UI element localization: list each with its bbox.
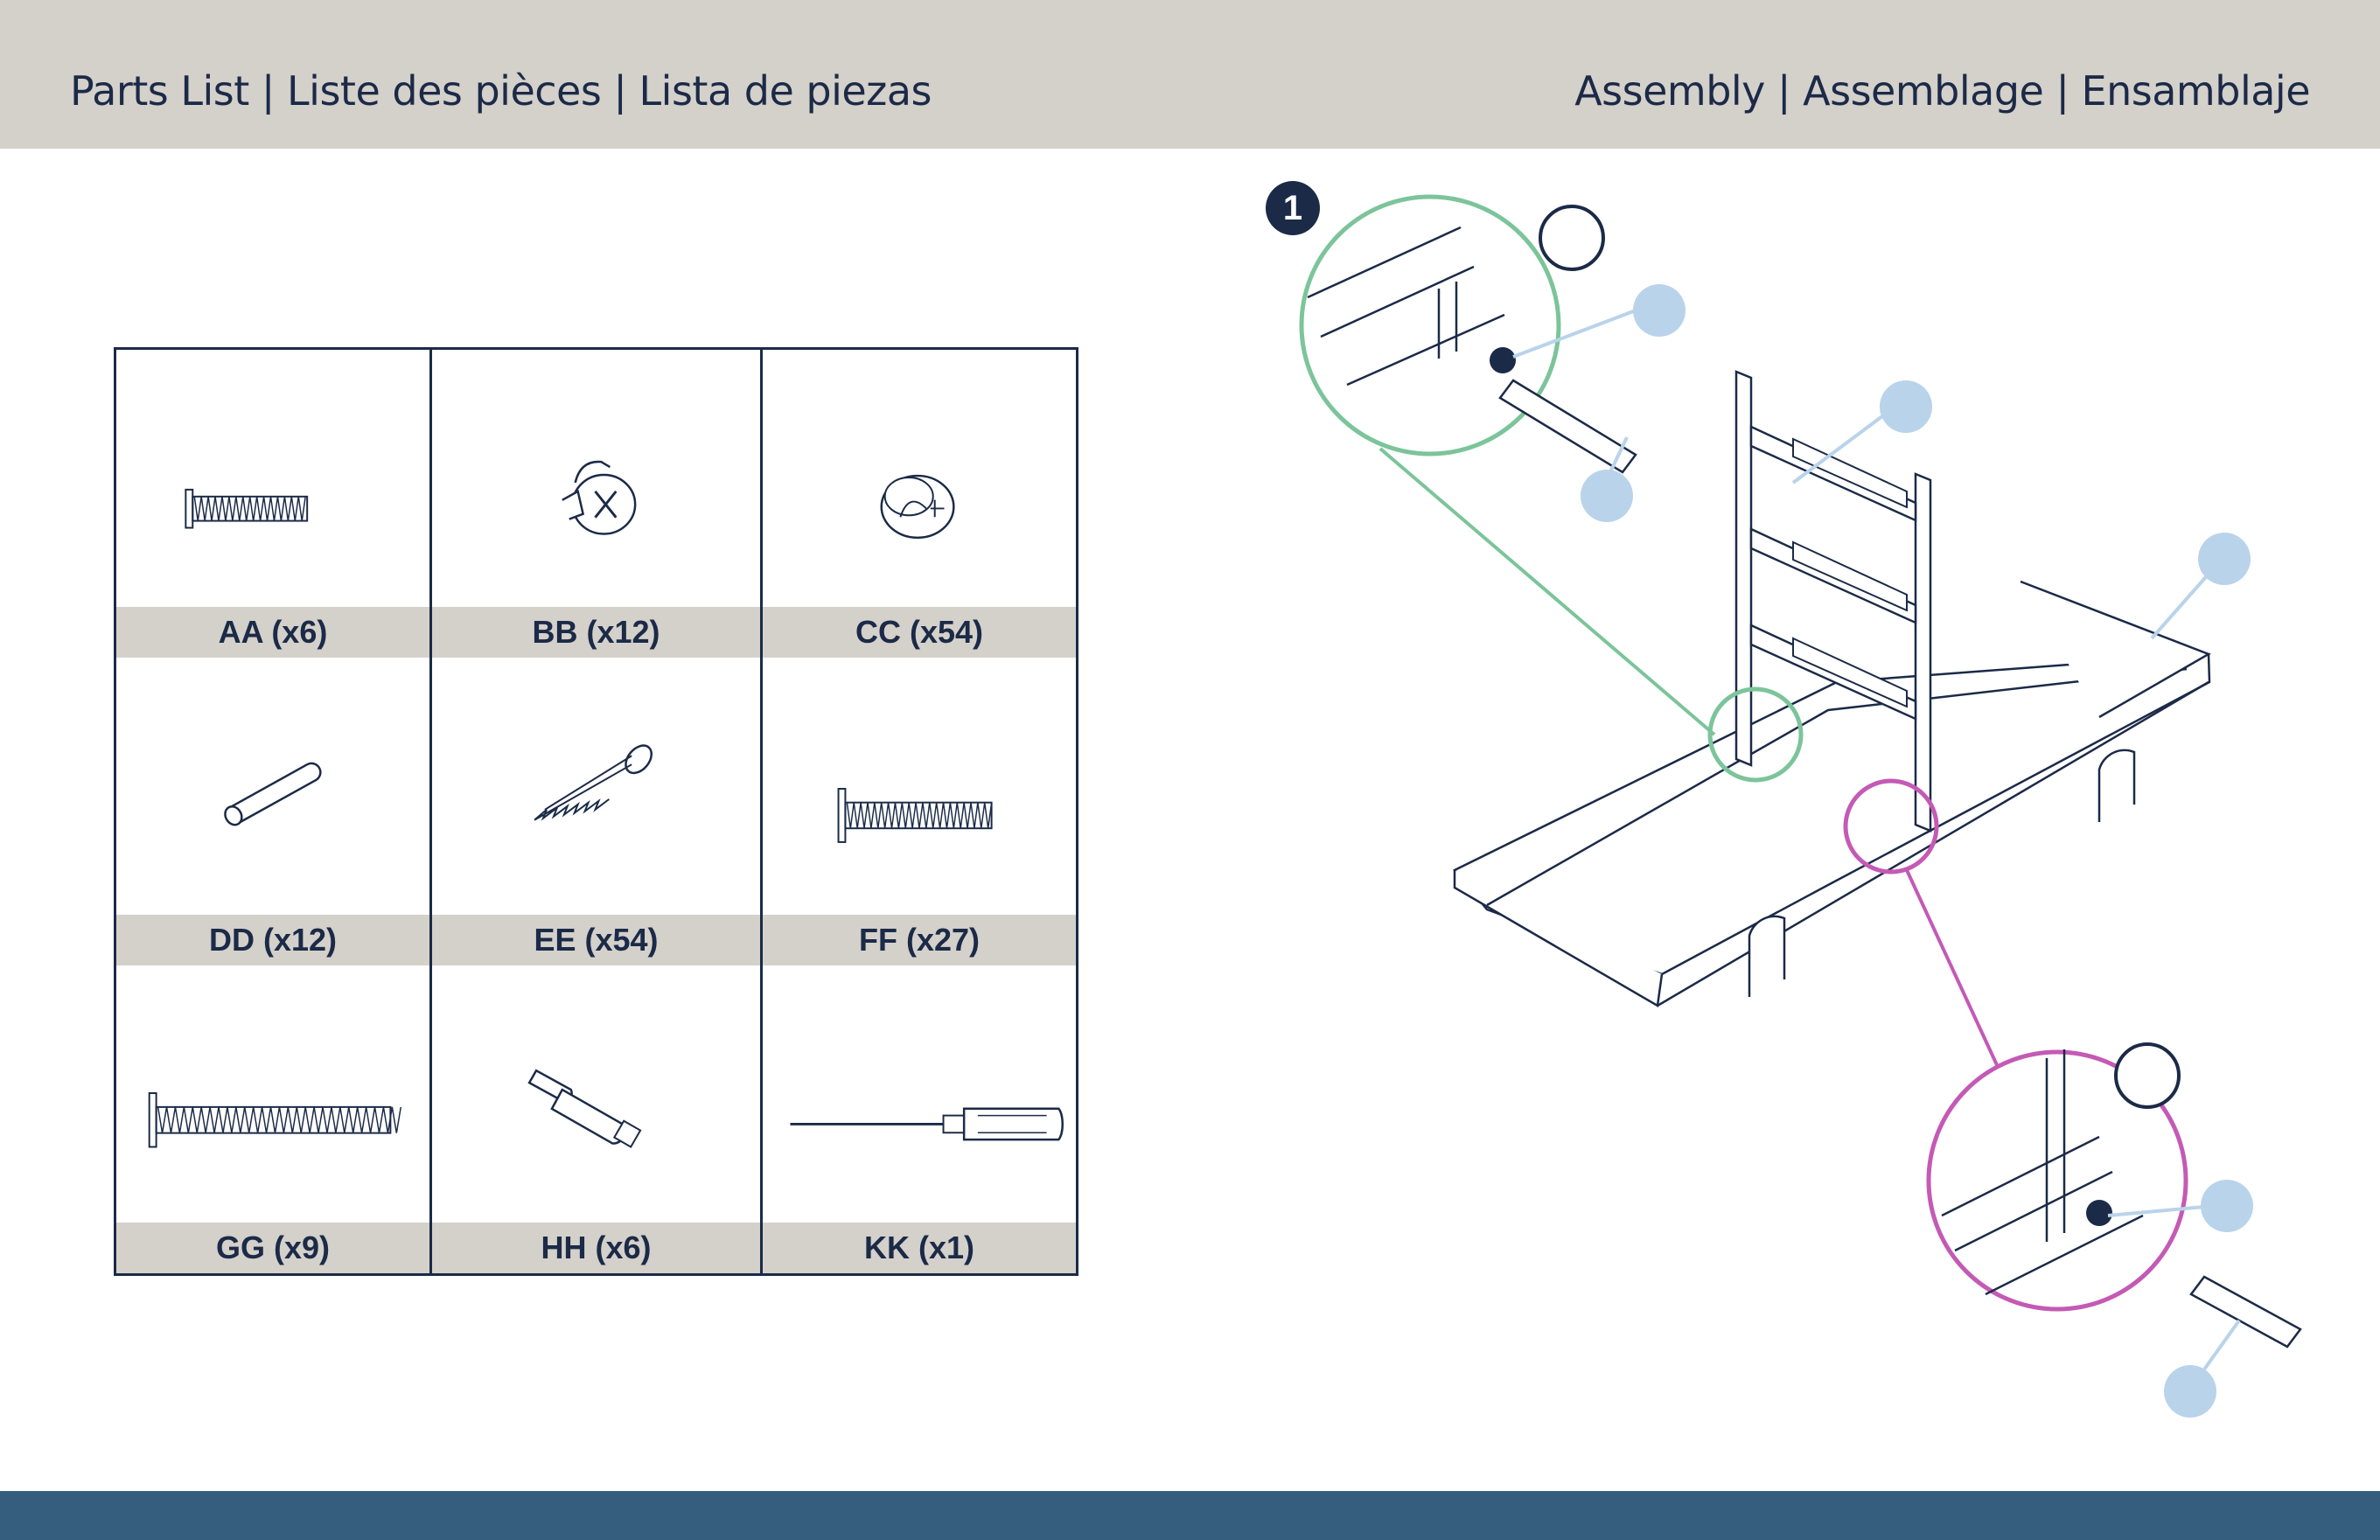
part-label: HH (x6) <box>432 1223 760 1273</box>
part-label: FF (x27) <box>763 915 1076 965</box>
detail-zoom-magenta <box>1846 781 2300 1418</box>
bolt-short-icon <box>116 350 429 607</box>
parts-list-title: Parts List | Liste des pièces | Lista de… <box>70 65 932 117</box>
screwdriver-icon <box>763 965 1076 1223</box>
cam-bolt-icon <box>432 965 760 1223</box>
page-footer <box>0 1491 2380 1540</box>
part-label: GG (x9) <box>116 1223 429 1273</box>
part-label: CC (x54) <box>763 607 1076 658</box>
part-cell-aa: AA (x6) <box>116 350 432 658</box>
wood-screw-icon <box>432 658 760 915</box>
part-label: EE (x54) <box>432 915 760 965</box>
cam-lock-icon <box>432 350 760 607</box>
parts-table: AA (x6) BB (x12) CC (x54) <box>114 347 1078 1276</box>
part-label: KK (x1) <box>763 1223 1076 1273</box>
part-cell-ff: FF (x27) <box>763 658 1076 965</box>
page-header: Parts List | Liste des pièces | Lista de… <box>0 0 2380 149</box>
part-cell-dd: DD (x12) <box>116 658 432 965</box>
bed-base-frame <box>1455 582 2209 1006</box>
bolt-medium-icon <box>763 658 1076 915</box>
part-cell-ee: EE (x54) <box>432 658 763 965</box>
assembly-illustration <box>1225 157 2380 1443</box>
part-cell-cc: CC (x54) <box>763 350 1076 658</box>
assembly-title: Assembly | Assemblage | Ensamblaje <box>1574 65 2310 117</box>
part-label: DD (x12) <box>116 915 429 965</box>
bolt-long-icon <box>116 965 429 1223</box>
dowel-icon <box>116 658 429 915</box>
cam-nut-icon <box>763 350 1076 607</box>
part-label: BB (x12) <box>432 607 760 658</box>
part-cell-kk: KK (x1) <box>763 965 1076 1273</box>
part-cell-gg: GG (x9) <box>116 965 432 1273</box>
part-label: AA (x6) <box>116 607 429 658</box>
part-cell-hh: HH (x6) <box>432 965 763 1273</box>
part-cell-bb: BB (x12) <box>432 350 763 658</box>
